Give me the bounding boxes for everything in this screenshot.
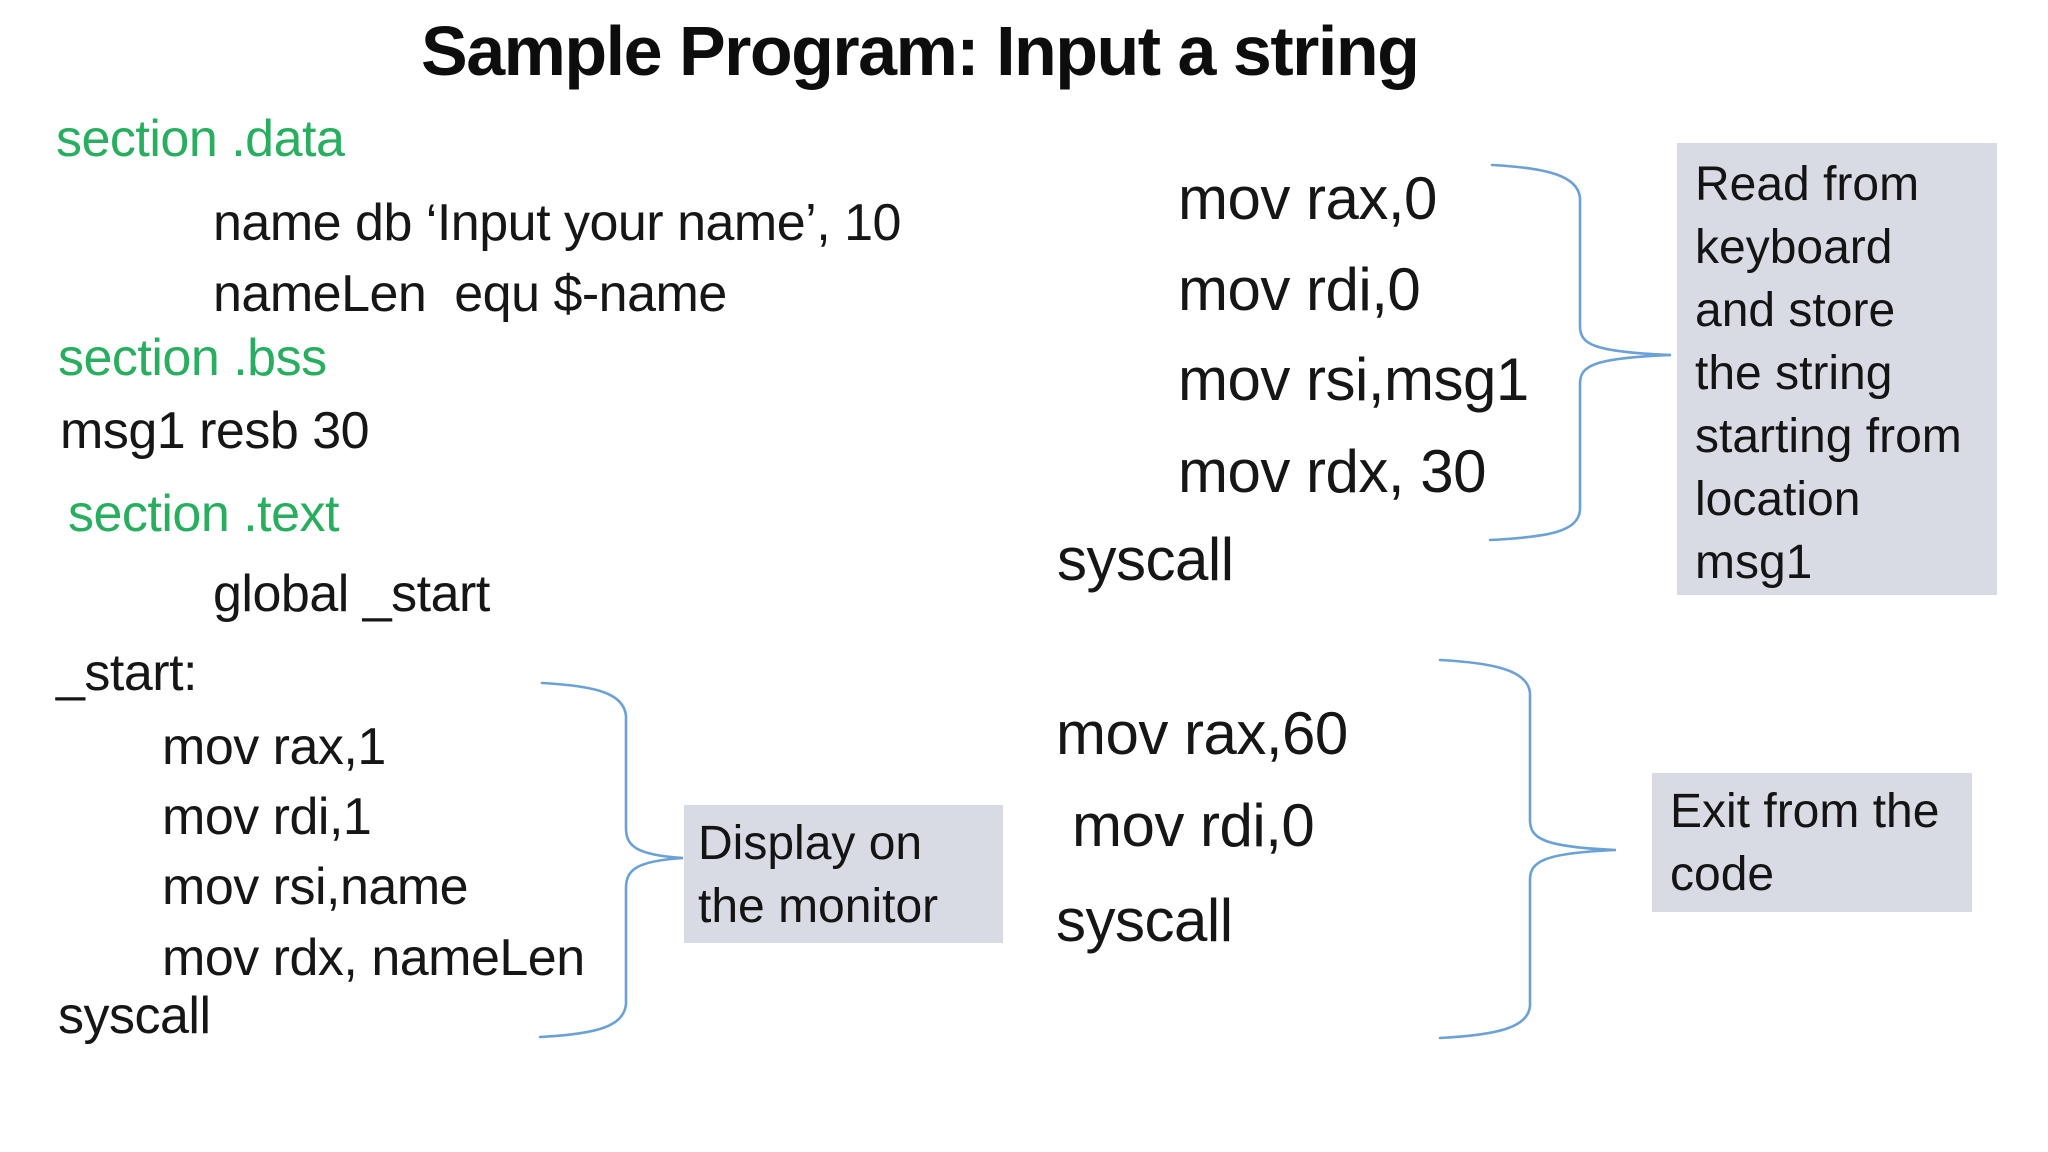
code-line-mov-rax-1: mov rax,1 <box>162 718 386 776</box>
callout-display-line: the monitor <box>698 880 939 933</box>
callout-display-line: Display on <box>698 817 923 870</box>
code-line-namelen-equ: nameLen equ $-name <box>213 265 727 323</box>
code-line-section-text: section .text <box>68 485 339 543</box>
code-line-section-data: section .data <box>56 110 345 168</box>
code-line-mov-rax-60: mov rax,60 <box>1056 700 1348 767</box>
callout-read-line: location <box>1695 473 1861 526</box>
code-line-section-bss: section .bss <box>58 329 327 387</box>
code-line-start-label: _start: <box>56 644 198 702</box>
code-line-mov-rdx-30: mov rdx, 30 <box>1178 438 1486 505</box>
callout-exit-line: Exit from the <box>1670 785 1940 838</box>
callout-read-line: keyboard <box>1695 221 1893 274</box>
code-line-mov-rax-0: mov rax,0 <box>1178 165 1437 232</box>
code-line-mov-rdx-namelen: mov rdx, nameLen <box>162 929 585 987</box>
code-line-syscall-exit: syscall <box>1056 887 1233 954</box>
callout-exit-from-code: Exit from the code <box>1652 773 1972 912</box>
code-line-name-db: name db ‘Input your name’, 10 <box>213 194 901 252</box>
code-line-mov-rdi-1: mov rdi,1 <box>162 788 372 846</box>
code-line-syscall-read: syscall <box>1057 526 1234 593</box>
callout-read-line: and store <box>1695 284 1896 337</box>
page-title: Sample Program: Input a string <box>421 12 1420 90</box>
code-line-syscall-write: syscall <box>58 987 211 1045</box>
code-line-mov-rdi-0: mov rdi,0 <box>1178 256 1421 323</box>
callout-display-on-monitor: Display on the monitor <box>684 805 1003 943</box>
code-line-global-start: global _start <box>213 565 490 623</box>
callout-read-line: msg1 <box>1695 536 1813 589</box>
callout-exit-line: code <box>1670 848 1775 901</box>
code-line-mov-rdi-0-exit: mov rdi,0 <box>1072 792 1315 859</box>
callout-read-line: the string <box>1695 347 1893 400</box>
callout-read-line: starting from <box>1695 410 1962 463</box>
code-line-mov-rsi-name: mov rsi,name <box>162 858 469 916</box>
code-line-msg1-resb: msg1 resb 30 <box>60 402 370 460</box>
callout-read-from-keyboard: Read from keyboard and store the string … <box>1677 143 1997 595</box>
callout-read-line: Read from <box>1695 158 1920 211</box>
code-line-mov-rsi-msg1: mov rsi,msg1 <box>1178 346 1529 413</box>
curly-brace-exit <box>1438 658 1617 1040</box>
